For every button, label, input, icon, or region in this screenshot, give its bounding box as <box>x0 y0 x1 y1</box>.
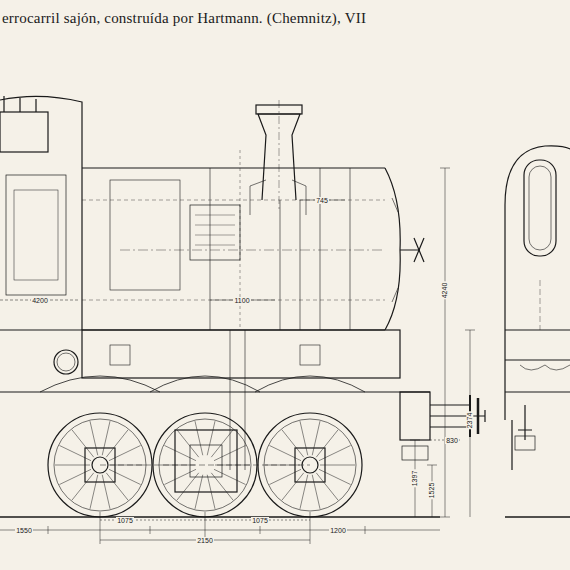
wheel-spoke <box>177 430 199 457</box>
wheel-spoke <box>109 445 141 460</box>
wheel-spoke <box>312 475 320 509</box>
dimension-label: 1525 <box>428 481 435 499</box>
dimension-label: 4200 <box>31 297 49 304</box>
wheel-spoke <box>102 475 110 509</box>
wheel-spoke <box>320 465 355 466</box>
wheel-spoke <box>312 421 320 455</box>
dimension-label: 1200 <box>329 527 347 534</box>
dimension-label: 1550 <box>15 527 33 534</box>
wheel-spoke <box>300 475 308 509</box>
wheel-spoke <box>265 465 300 466</box>
wheel-spoke <box>211 473 233 500</box>
wheel-spoke <box>195 421 203 455</box>
wheel-spoke <box>110 465 145 466</box>
wheel-spoke <box>164 469 196 484</box>
dimension-label: 745 <box>315 197 329 204</box>
wheel-spoke <box>160 465 195 466</box>
dimension-label: 1075 <box>116 517 134 524</box>
dimension-label: 1397 <box>411 469 418 487</box>
wheel-spoke <box>55 465 90 466</box>
wheel-spoke <box>300 421 308 455</box>
wheel-spoke <box>207 421 215 455</box>
dimension-label: 4240 <box>441 281 448 299</box>
wheel-spoke <box>90 421 98 455</box>
wheel-spoke <box>319 445 351 460</box>
wheel-spoke <box>207 475 215 509</box>
wheel-spoke <box>269 469 301 484</box>
wheel-spoke <box>316 473 338 500</box>
front-view <box>505 146 570 517</box>
dimension-label: 1100 <box>233 297 250 304</box>
dimension-label: 2374 <box>466 411 473 429</box>
dimension-label: 830 <box>445 437 459 444</box>
wheel-spoke <box>72 430 94 457</box>
plate-title: errocarril sajón, construída por Hartman… <box>2 10 366 27</box>
wheel-spoke <box>102 421 110 455</box>
dimension-label: 1075 <box>251 517 269 524</box>
wheel-spoke <box>106 473 128 500</box>
wheel-spoke <box>214 445 246 460</box>
wheel-spoke <box>282 430 304 457</box>
wheel-spoke <box>195 475 203 509</box>
wheel-spoke <box>215 465 250 466</box>
wheel-spoke <box>59 469 91 484</box>
side-elevation <box>0 96 485 544</box>
dimension-label: 2150 <box>196 537 214 544</box>
wheel-spoke <box>90 475 98 509</box>
